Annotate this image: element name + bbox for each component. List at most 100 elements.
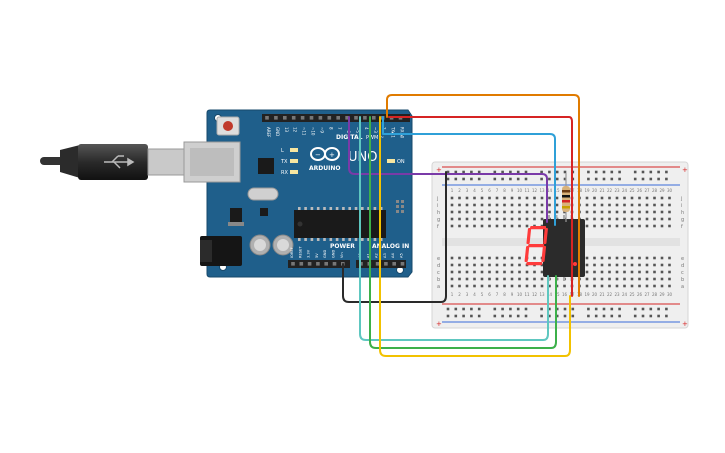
breadboard-hole [458,217,461,221]
breadboard-hole [503,284,506,288]
wire-green [369,116,557,349]
column-number: 3 [466,292,469,297]
breadboard-hole [630,203,634,207]
breadboard-hole [495,277,499,281]
rail-hole [665,307,668,311]
column-number: 16 [562,292,568,297]
breadboard-hole [638,203,641,207]
breadboard-hole [600,284,604,288]
breadboard-hole [480,284,484,288]
resistor [562,173,570,222]
row-letter: g [437,217,440,223]
breadboard-hole [660,224,664,228]
breadboard-hole [600,210,604,214]
breadboard-hole [503,210,506,214]
breadboard-hole [525,203,529,207]
breadboard-hole [518,270,521,274]
rail-hole [501,314,504,318]
power-pin-label: Vin [340,252,344,258]
breadboard-hole [555,210,559,214]
rail-hole [641,314,645,318]
rail-hole [462,177,465,181]
breadboard-hole [638,256,641,260]
breadboard-hole [503,256,506,260]
column-number: 9 [511,292,514,297]
breadboard-hole [653,196,656,200]
breadboard-hole [510,210,514,214]
row-letter: c [681,270,684,276]
digital-pin-label: ~9 [319,127,324,133]
rail-hole [516,177,520,181]
header-pin [265,116,269,120]
breadboard-hole [593,284,596,288]
rail-hole [657,177,660,181]
row-letter: d [437,263,440,269]
rail-hole [594,314,598,318]
breadboard-hole [533,217,536,221]
seg-d [526,262,543,266]
rail-hole [602,170,606,174]
breadboard-hole [600,277,604,281]
rail-hole [470,170,473,174]
breadboard-hole [608,210,611,214]
rail-hole [548,170,551,174]
breadboard-hole [488,224,491,228]
breadboard-hole [518,277,521,281]
header-pin [400,262,405,266]
breadboard-hole [615,217,619,221]
rail-hole [470,314,473,318]
column-number: 27 [644,292,650,297]
rail-hole [571,307,575,311]
breadboard-hole [503,270,506,274]
digital-pin-label: AREF [266,127,271,138]
breadboard-hole [638,210,641,214]
analog-pin-label: A4 [391,253,395,258]
on-led-label: ON [397,159,405,165]
breadboard-hole [495,203,499,207]
breadboard-hole [630,284,634,288]
breadboard-hole [533,270,536,274]
power-label: POWER [330,243,355,250]
breadboard-hole [585,203,589,207]
rail-hole [493,177,497,181]
breadboard-hole [660,256,664,260]
column-number: 22 [607,188,613,193]
breadboard-hole [623,263,626,267]
breadboard-hole [623,277,626,281]
breadboard-hole [495,270,499,274]
breadboard-hole [473,270,476,274]
rail-hole [509,314,512,318]
row-letter: i [681,203,682,209]
breadboard-hole [510,217,514,221]
header-pin [291,262,295,266]
breadboard-hole [533,284,536,288]
breadboard-hole [540,270,544,274]
breadboard-hole [488,270,491,274]
rail-hole [555,314,559,318]
column-number: 1 [451,188,454,193]
breadboard-hole [495,210,499,214]
breadboard-hole [593,277,596,281]
breadboard-hole [488,203,491,207]
column-number: 15 [554,292,560,297]
row-letter: i [437,203,438,209]
breadboard-hole [540,196,544,200]
breadboard-hole [600,196,604,200]
svg-text:+: + [682,166,688,174]
breadboard-hole [495,256,499,260]
digital-header [262,114,410,122]
led-label: L [281,148,284,154]
breadboard-hole [518,284,521,288]
rail-hole [633,314,637,318]
wire-teal [359,116,549,341]
column-number: 21 [599,292,605,297]
breadboard-hole [465,196,469,200]
breadboard-hole [638,224,641,228]
column-number: 24 [622,292,628,297]
breadboard-hole [608,217,611,221]
column-number: 22 [607,292,613,297]
status-led [290,170,298,174]
column-number: 10 [517,292,523,297]
breadboard-hole [608,203,611,207]
column-number: 19 [584,292,590,297]
